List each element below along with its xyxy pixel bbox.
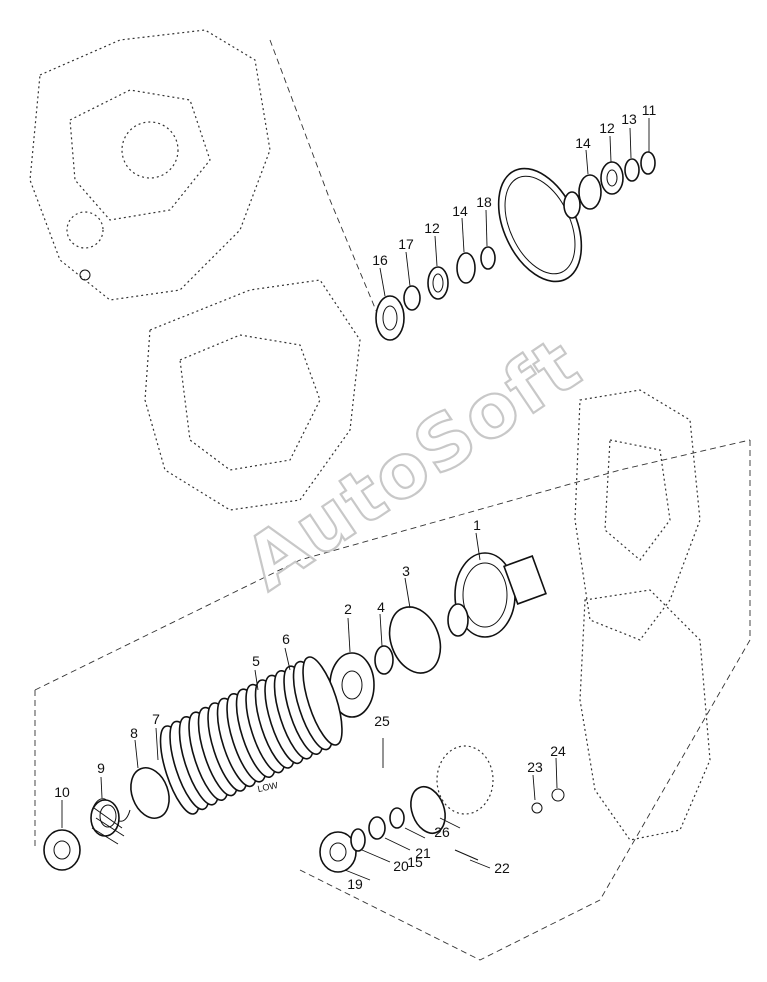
callout-label: 16 bbox=[372, 252, 388, 268]
callout-label: 24 bbox=[550, 743, 566, 759]
callout-label: 6 bbox=[282, 631, 290, 647]
callout-label: 10 bbox=[54, 784, 70, 800]
callout-label: 13 bbox=[621, 111, 637, 127]
callout-label: 14 bbox=[452, 203, 468, 219]
callout-label: 5 bbox=[252, 653, 260, 669]
o-ring-3 bbox=[388, 606, 442, 674]
leader-lines bbox=[61, 118, 650, 881]
snap-ring-4 bbox=[374, 645, 394, 675]
callout-label: 22 bbox=[494, 860, 510, 876]
upper-gear-assembly bbox=[375, 151, 656, 341]
callout-label: 9 bbox=[97, 760, 105, 776]
callout-label: 7 bbox=[152, 711, 160, 727]
callout-label: 26 bbox=[434, 824, 450, 840]
callout-label: 12 bbox=[424, 220, 440, 236]
callout-label: 11 bbox=[642, 102, 657, 118]
callout-label: 2 bbox=[344, 601, 352, 617]
clutch-plate-stack bbox=[159, 656, 343, 815]
ghost-housing-right bbox=[574, 389, 711, 841]
callout-label: 15 bbox=[407, 854, 423, 870]
lower-bearing-group bbox=[319, 745, 565, 873]
callout-label: 23 bbox=[527, 759, 543, 775]
callout-labels: 1234567891011121213141415161718192021222… bbox=[54, 102, 656, 892]
callout-label: 14 bbox=[575, 135, 591, 151]
callout-label: 12 bbox=[599, 120, 615, 136]
low-annotation: LOW bbox=[257, 780, 280, 794]
callout-label: 3 bbox=[402, 563, 410, 579]
callout-label: 1 bbox=[473, 517, 481, 533]
callout-label: 8 bbox=[130, 725, 138, 741]
section-boundaries bbox=[34, 39, 751, 961]
callout-label: 21 bbox=[415, 845, 431, 861]
callout-label: 4 bbox=[377, 599, 385, 615]
callout-label: 18 bbox=[476, 194, 492, 210]
ghost-housing-middle bbox=[144, 279, 361, 511]
spring-9 bbox=[90, 798, 131, 845]
ghost-housing-top-left bbox=[29, 29, 271, 301]
callout-label: 25 bbox=[374, 713, 390, 729]
snap-ring-8 bbox=[130, 767, 170, 819]
clutch-plate bbox=[302, 656, 343, 746]
bearing-10 bbox=[43, 829, 81, 871]
callout-label: 20 bbox=[393, 858, 409, 874]
callout-label: 17 bbox=[398, 236, 414, 252]
callout-label: 19 bbox=[347, 876, 363, 892]
watermark-text: AutoSoft bbox=[230, 321, 596, 607]
clutch-drum-1 bbox=[447, 552, 547, 638]
